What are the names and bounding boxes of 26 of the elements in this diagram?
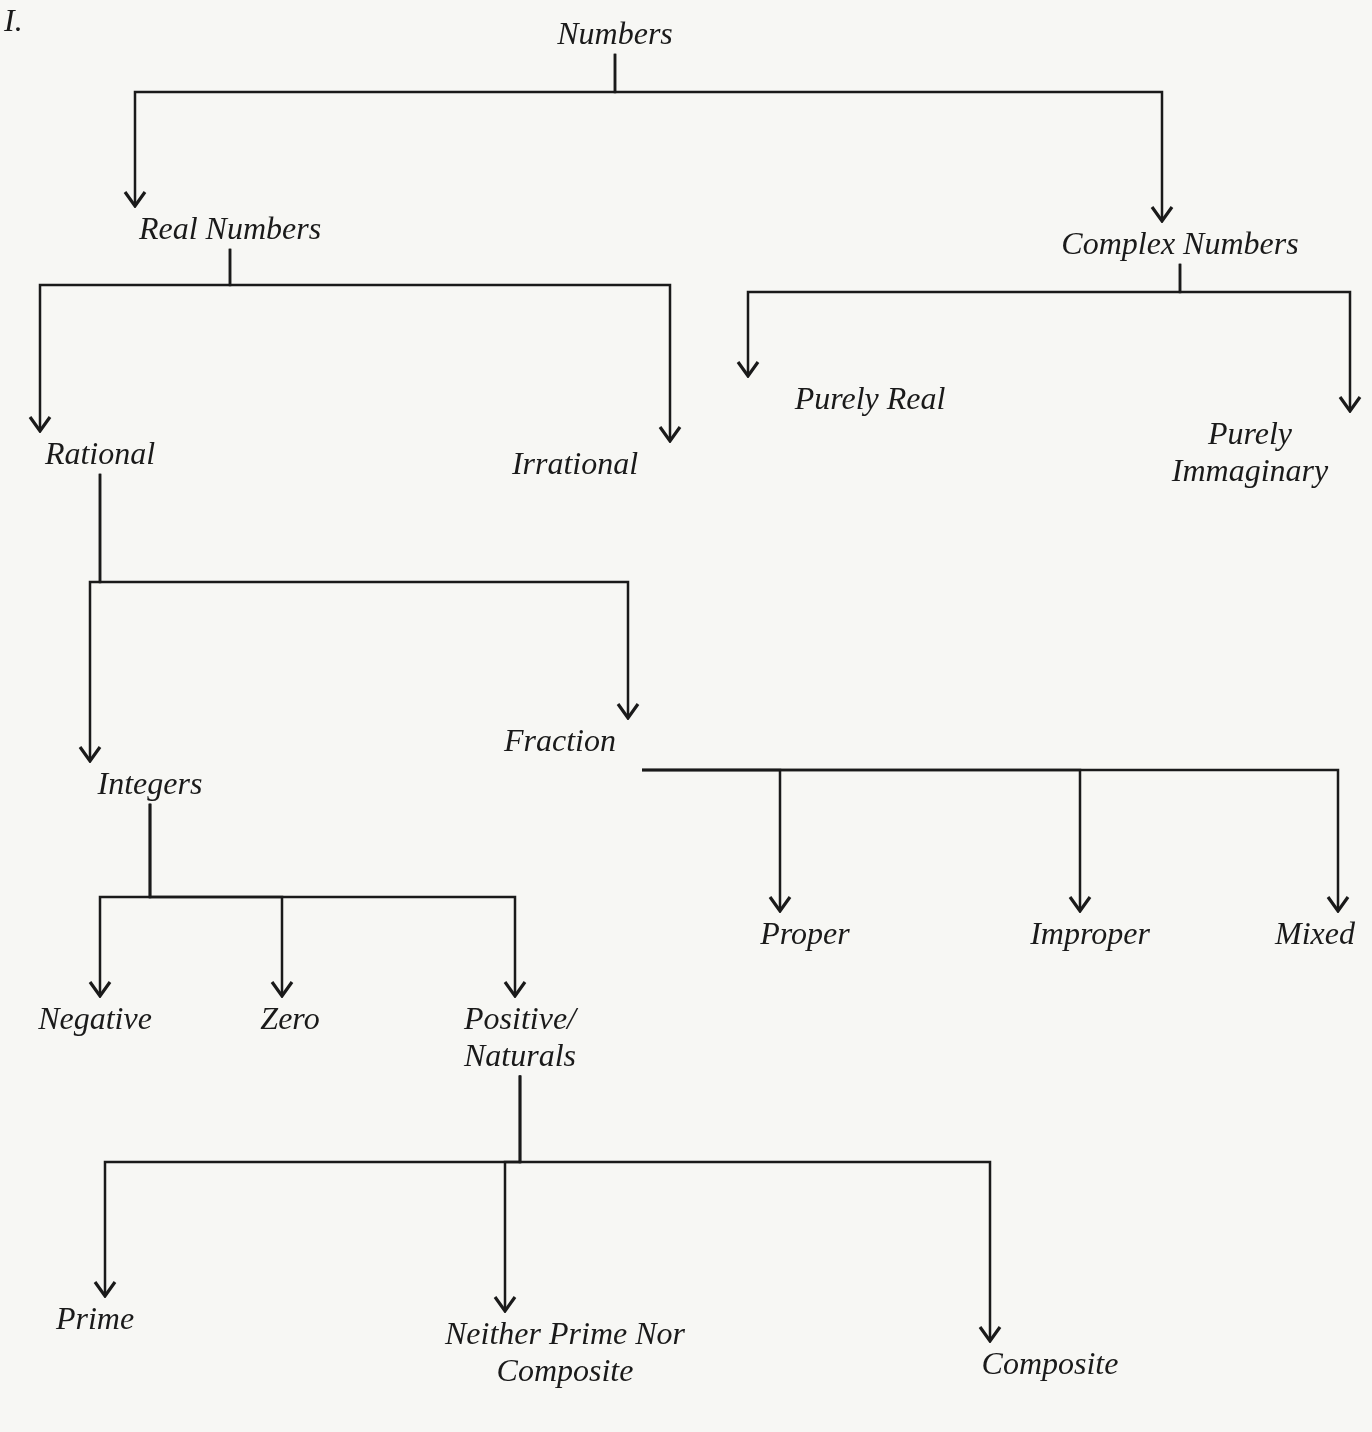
arrow — [228, 248, 682, 443]
arrow — [1178, 263, 1362, 413]
category-label: Mixed — [1260, 915, 1370, 952]
arrow — [642, 768, 1350, 913]
arrow — [98, 473, 640, 720]
category-label: Rational — [5, 435, 195, 472]
category-label: Prime — [25, 1300, 165, 1337]
category-label: Purely Real — [755, 380, 985, 417]
arrow — [148, 803, 527, 998]
category-label: Composite — [950, 1345, 1150, 1382]
category-label: Improper — [995, 915, 1185, 952]
category-label: Proper — [730, 915, 880, 952]
section-number: I. — [4, 2, 23, 39]
category-label: Numbers — [515, 15, 715, 52]
category-label: Complex Numbers — [1030, 225, 1330, 262]
category-label: Purely Immaginary — [1150, 415, 1350, 489]
category-label: Fraction — [480, 722, 640, 759]
category-label: Neither Prime Nor Composite — [405, 1315, 725, 1389]
category-label: Irrational — [465, 445, 685, 482]
arrow — [518, 1075, 1002, 1343]
category-label: Positive/ Naturals — [425, 1000, 615, 1074]
category-label: Negative — [10, 1000, 180, 1037]
category-label: Zero — [235, 1000, 345, 1037]
category-label: Real Numbers — [110, 210, 350, 247]
arrow — [613, 53, 1174, 223]
category-label: Integers — [55, 765, 245, 802]
